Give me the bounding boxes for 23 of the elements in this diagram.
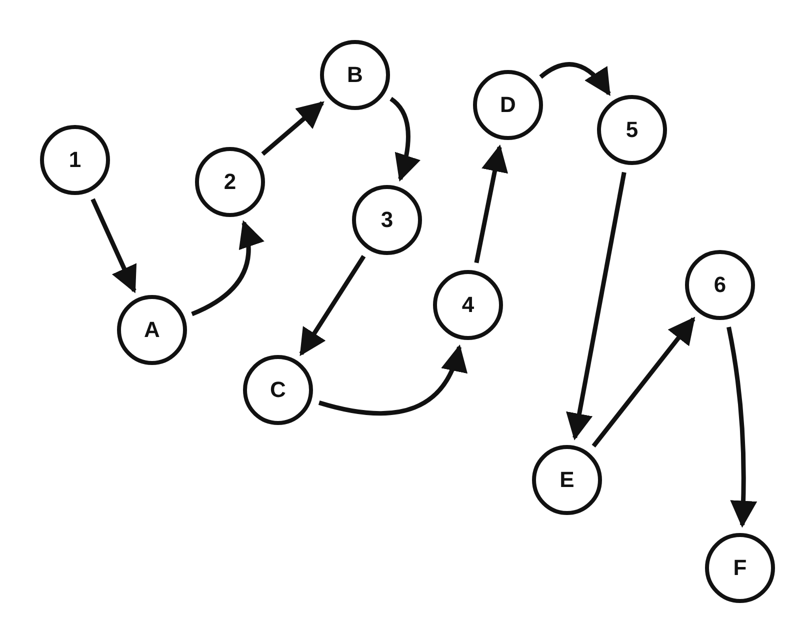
node-label: 2: [224, 169, 236, 195]
arrow: [389, 96, 420, 182]
arrow: [539, 62, 611, 96]
arrow: [474, 144, 508, 264]
arrow: [566, 172, 626, 440]
node-label: E: [560, 467, 574, 493]
node-label: 5: [626, 117, 638, 143]
arrow: [726, 326, 757, 528]
node-label: F: [733, 555, 747, 581]
arrow: [90, 198, 137, 294]
node-label: C: [270, 377, 286, 403]
arrow: [299, 254, 366, 356]
node-label: B: [347, 62, 363, 88]
arrow: [191, 220, 264, 316]
node-label: 6: [714, 272, 726, 298]
node-label: 1: [68, 147, 82, 173]
node-label: 3: [380, 207, 394, 233]
arrow: [261, 101, 324, 156]
node-label: A: [144, 317, 160, 343]
node-label: 4: [462, 292, 474, 318]
arrow: [318, 344, 466, 416]
arrow: [592, 316, 696, 448]
node-label: D: [500, 92, 516, 118]
